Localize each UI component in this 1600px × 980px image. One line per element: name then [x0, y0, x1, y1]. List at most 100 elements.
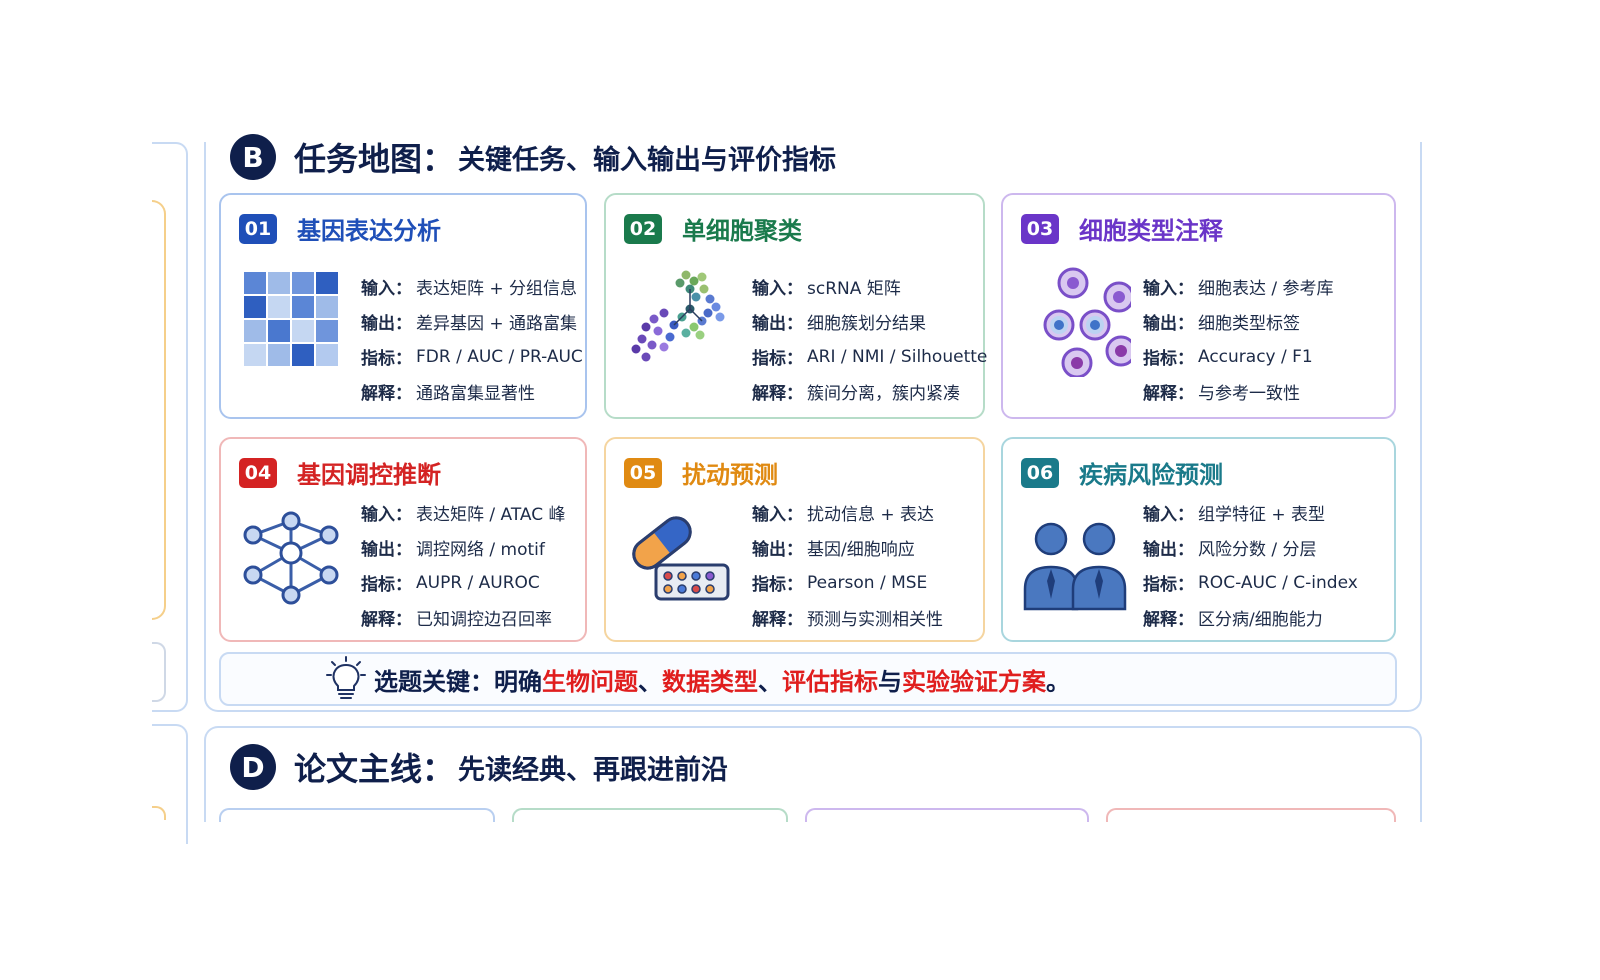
row-input: 输入：组学特征 + 表型: [1143, 505, 1326, 525]
heatmap-cell: [316, 272, 338, 294]
key-tip-bar: 选题关键：明确生物问题、数据类型、评估指标与实验验证方案。: [219, 652, 1397, 706]
task-card-cell-type-annotation: 03 细胞类型注释 输入：细胞表达 / 参考库 输出：细胞类型标签 指标：Acc…: [1001, 193, 1396, 419]
row-metric: 指标：Accuracy / F1: [1143, 346, 1313, 370]
row-output: 输出：风险分数 / 分层: [1143, 540, 1317, 560]
scatter-dot: [703, 308, 713, 318]
card-title: 单细胞聚类: [682, 217, 802, 245]
row-input: 输入：细胞表达 / 参考库: [1143, 279, 1334, 299]
row-output: 输出：调控网络 / motif: [361, 540, 545, 560]
scatter-dot: [681, 328, 691, 338]
scatter-dot: [647, 340, 657, 350]
scatter-dot: [675, 278, 685, 288]
left-orange-card-edge: [152, 200, 166, 620]
keyword-bio-question: 生物问题: [542, 667, 638, 696]
scatter-dot: [653, 326, 663, 336]
scatter-dot: [699, 284, 709, 294]
card-rows: 输入：组学特征 + 表型 输出：风险分数 / 分层 指标：ROC-AUC / C…: [1143, 495, 1358, 635]
cluster-scatter-icon: [631, 270, 725, 362]
row-output: 输出：细胞簇划分结果: [752, 314, 926, 334]
card-header: 02 单细胞聚类: [624, 211, 802, 246]
lightbulb-icon: [326, 656, 366, 699]
card-title: 细胞类型注释: [1079, 217, 1223, 245]
card-header: 05 扰动预测: [624, 455, 778, 490]
heatmap-cell: [244, 296, 266, 318]
keyword-metric: 评估指标: [782, 667, 878, 696]
section-d-badge: D: [230, 744, 276, 790]
heatmap-cell: [244, 344, 266, 366]
scatter-dot: [631, 344, 641, 354]
card-header: 06 疾病风险预测: [1021, 455, 1223, 490]
card-title: 疾病风险预测: [1079, 461, 1223, 489]
section-b-badge: B: [230, 134, 276, 180]
row-explain: 解释：区分病/细胞能力: [1143, 610, 1323, 630]
card-number: 01: [239, 213, 277, 244]
paper-card-edge-1: [219, 808, 495, 822]
keyword-experiment: 实验验证方案: [902, 667, 1046, 696]
row-output: 输出：基因/细胞响应: [752, 540, 915, 560]
cells-icon: [1043, 267, 1131, 377]
heatmap-cell: [316, 296, 338, 318]
card-rows: 输入：表达矩阵 / ATAC 峰 输出：调控网络 / motif 指标：AUPR…: [361, 495, 566, 635]
pill-plate-icon: [632, 516, 730, 601]
scatter-dot: [697, 272, 707, 282]
heatmap-cell: [268, 272, 290, 294]
heatmap-cell: [292, 272, 314, 294]
heatmap-cell: [244, 272, 266, 294]
section-d-header: D 论文主线： 先读经典、再跟进前沿: [230, 744, 728, 790]
section-b-subtitle: 关键任务、输入输出与评价指标: [458, 144, 837, 176]
patients-icon: [1023, 522, 1127, 611]
task-card-disease-risk: 06 疾病风险预测 输入：组学特征 + 表型 输出：风险分数 / 分层 指标：R…: [1001, 437, 1396, 642]
row-input: 输入：scRNA 矩阵: [752, 279, 901, 299]
scatter-dot: [715, 312, 725, 322]
card-rows: 输入：扰动信息 + 表达 输出：基因/细胞响应 指标：Pearson / MSE…: [752, 495, 943, 635]
heatmap-grid-icon: [244, 272, 338, 366]
card-title: 基因调控推断: [297, 461, 441, 489]
scatter-dot: [705, 294, 715, 304]
card-header: 01 基因表达分析: [239, 211, 441, 246]
row-metric: 指标：ARI / NMI / Silhouette: [752, 346, 988, 370]
row-output: 输出：差异基因 + 通路富集: [361, 314, 578, 334]
heatmap-cell: [244, 320, 266, 342]
row-input: 输入：表达矩阵 + 分组信息: [361, 279, 578, 299]
paper-card-edge-4: [1106, 808, 1396, 822]
row-explain: 解释：与参考一致性: [1143, 384, 1300, 404]
left-panel-frame: [152, 142, 188, 712]
left-gray-card-edge: [152, 642, 166, 702]
heatmap-cell: [292, 296, 314, 318]
left-panel-edge: [152, 142, 188, 844]
scatter-dot: [659, 308, 669, 318]
network-icon: [243, 511, 339, 605]
card-header: 04 基因调控推断: [239, 455, 441, 490]
scatter-dot: [711, 302, 721, 312]
scatter-dot: [659, 342, 669, 352]
row-metric: 指标：FDR / AUC / PR-AUC: [361, 346, 583, 370]
row-output: 输出：细胞类型标签: [1143, 314, 1300, 334]
task-card-single-cell-clustering: 02 单细胞聚类 输入：scRNA 矩阵 输出：细胞簇划分结果 指标：ARI /…: [604, 193, 987, 419]
scatter-dot: [641, 352, 651, 362]
card-number: 05: [624, 457, 662, 488]
heatmap-cell: [268, 296, 290, 318]
card-number: 03: [1021, 213, 1059, 244]
row-explain: 解释：预测与实测相关性: [752, 610, 943, 630]
scatter-dot: [691, 292, 701, 302]
scatter-dot: [695, 330, 705, 340]
card-header: 03 细胞类型注释: [1021, 211, 1223, 246]
task-card-gene-expression: 01 基因表达分析 输入：表达矩阵 + 分组信息 输出：差异基因 + 通路富集 …: [219, 193, 587, 419]
row-explain: 解释：通路富集显著性: [361, 384, 535, 404]
row-metric: 指标：AUPR / AUROC: [361, 572, 540, 596]
heatmap-cell: [268, 320, 290, 342]
scatter-dot: [665, 332, 675, 342]
row-input: 输入：扰动信息 + 表达: [752, 505, 935, 525]
row-input: 输入：表达矩阵 / ATAC 峰: [361, 505, 566, 525]
scatter-dot: [689, 322, 699, 332]
section-b-title: 任务地图：: [294, 140, 455, 178]
left-lower-orange-card-edge: [152, 806, 166, 820]
card-rows: 输入：细胞表达 / 参考库 输出：细胞类型标签 指标：Accuracy / F1…: [1143, 269, 1334, 409]
card-rows: 输入：scRNA 矩阵 输出：细胞簇划分结果 指标：ARI / NMI / Si…: [752, 269, 987, 409]
section-d-title: 论文主线：: [294, 750, 455, 788]
heatmap-cell: [316, 344, 338, 366]
row-metric: 指标：ROC-AUC / C-index: [1143, 572, 1358, 596]
section-d-subtitle: 先读经典、再跟进前沿: [458, 754, 729, 786]
card-title: 基因表达分析: [297, 217, 441, 245]
row-explain: 解释：已知调控边召回率: [361, 610, 552, 630]
